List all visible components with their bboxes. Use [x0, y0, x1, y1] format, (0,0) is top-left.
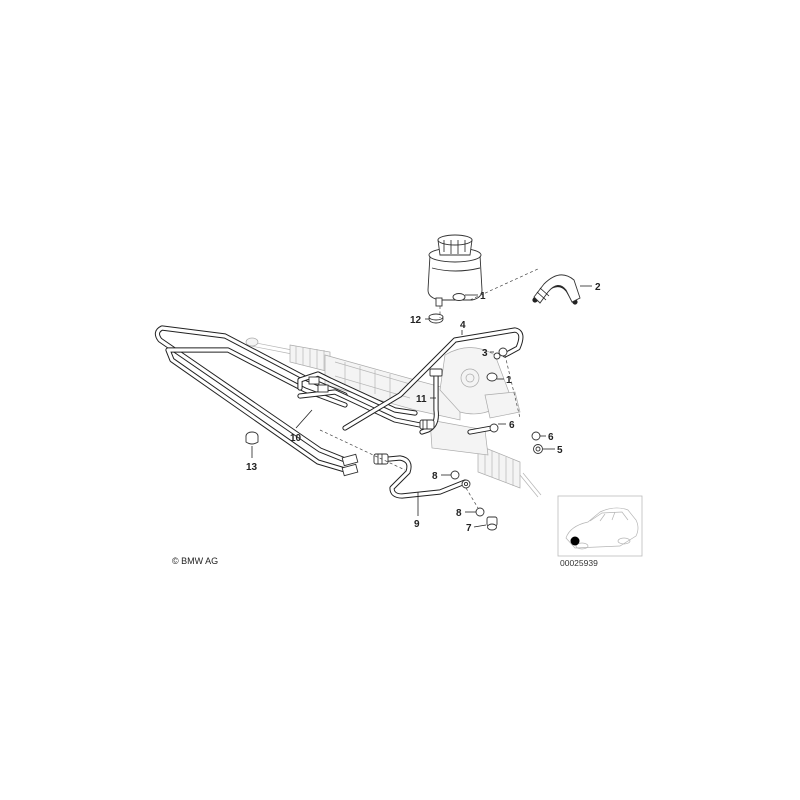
leader-lines	[251, 285, 592, 528]
callout-1-clamp-lower: 1	[506, 375, 512, 386]
banjo-fitting-6	[467, 423, 499, 435]
callout-12-clamp: 12	[410, 315, 422, 326]
diagram-number: 00025939	[560, 558, 598, 568]
hose-clamp-1	[452, 293, 466, 301]
callout-6-fitting: 6	[509, 420, 515, 431]
callout-7-hollow-bolt: 7	[466, 523, 472, 534]
callout-2-hose: 2	[595, 282, 601, 293]
callout-11-suction-hose: 11	[416, 394, 427, 405]
return-cooler-line	[154, 325, 359, 477]
reservoir-supply-hose	[532, 274, 581, 305]
hollow-bolt-7	[486, 516, 498, 531]
seal-ring-6	[531, 431, 541, 441]
cooler-pipes-upper	[297, 371, 423, 428]
callout-1-clamp: 1	[480, 291, 486, 302]
callout-3-seal: 3	[482, 348, 488, 359]
copyright-label: © BMW AG	[172, 556, 218, 566]
callout-13-bolt: 13	[246, 462, 258, 473]
callout-9-return-hose: 9	[414, 519, 420, 530]
seal-ring-8a	[450, 470, 460, 480]
bolt-13	[245, 431, 259, 445]
hose-clamp-1b	[486, 372, 498, 382]
hose-clamp-12	[428, 313, 444, 324]
seal-ring-8b	[475, 507, 485, 517]
callout-6-seal: 6	[548, 432, 554, 443]
fluid-reservoir	[427, 234, 483, 307]
vehicle-locator-thumbnail	[557, 495, 643, 557]
bolt-5	[533, 444, 543, 454]
suction-hose	[419, 368, 443, 435]
callout-8-seal-lower: 8	[456, 508, 462, 519]
locator-dot	[570, 536, 580, 546]
callout-8-seal-upper: 8	[432, 471, 438, 482]
callout-10-cooler-line: 10	[290, 433, 302, 444]
callout-4-pressure-line: 4	[460, 320, 466, 331]
steering-rack-ghost	[245, 337, 542, 498]
callout-5-bolt: 5	[557, 445, 563, 456]
pressure-line	[342, 327, 524, 431]
